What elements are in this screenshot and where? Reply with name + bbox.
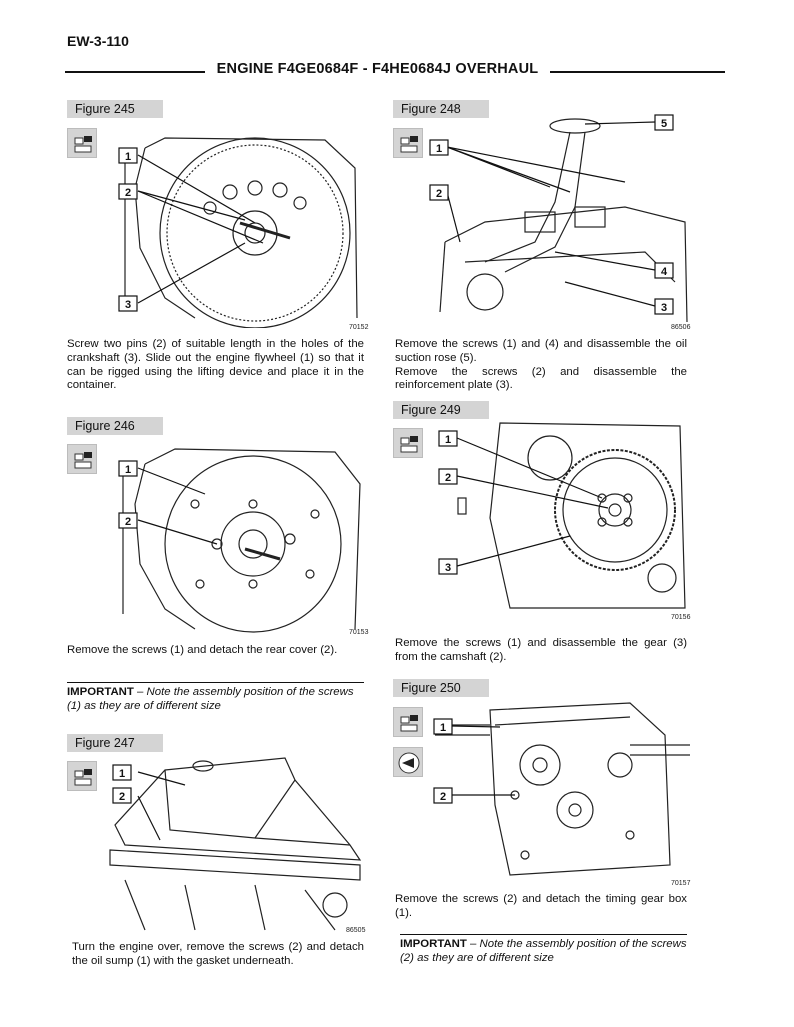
callout-5: 5 <box>661 118 667 130</box>
inspection-eye-icon <box>393 747 423 777</box>
figure-248-text-1: Remove the screws (1) and (4) and disass… <box>395 338 687 364</box>
figure-246-label: Figure 246 <box>67 417 163 435</box>
figure-250-label: Figure 250 <box>393 679 489 697</box>
figure-248-code: 86506 <box>671 324 691 331</box>
figure-245-code: 70152 <box>349 324 369 331</box>
figure-246-callouts: 1 2 <box>118 460 218 545</box>
callout-1: 1 <box>125 464 131 476</box>
figure-250-code: 70157 <box>671 880 691 887</box>
callout-2: 2 <box>125 516 131 528</box>
figure-248-text: Remove the screws (1) and (4) and disass… <box>395 338 687 393</box>
callout-2: 2 <box>119 791 125 803</box>
callout-1: 1 <box>445 434 451 446</box>
figure-249-label: Figure 249 <box>393 401 489 419</box>
figure-250-text: Remove the screws (2) and detach the tim… <box>395 893 687 919</box>
figure-247-code: 86505 <box>346 927 366 934</box>
callout-3: 3 <box>445 562 451 574</box>
callout-1: 1 <box>436 143 442 155</box>
callout-3: 3 <box>125 299 131 311</box>
disassembly-icon <box>67 444 97 474</box>
callout-1: 1 <box>119 768 125 780</box>
figure-247-callouts: 1 2 <box>112 764 186 841</box>
page-title: ENGINE F4GE0684F - F4HE0684J OVERHAUL <box>205 61 550 77</box>
callout-1: 1 <box>125 151 131 163</box>
figure-248-callouts: 1 2 3 4 5 <box>429 114 674 315</box>
figure-248-label: Figure 248 <box>393 100 489 118</box>
page-code: EW-3-110 <box>67 33 129 49</box>
figure-249-callouts: 1 2 3 <box>438 430 609 575</box>
figure-247-label: Figure 247 <box>67 734 163 752</box>
figure-250-important: IMPORTANT – Note the assembly position o… <box>400 934 687 966</box>
callout-2: 2 <box>440 791 446 803</box>
flywheel-drawing <box>124 137 358 328</box>
rear-cover-drawing <box>122 448 361 633</box>
callout-1: 1 <box>440 722 446 734</box>
callout-2: 2 <box>436 188 442 200</box>
figure-249-text: Remove the screws (1) and disassemble th… <box>395 637 687 663</box>
figure-248-text-2: Remove the screws (2) and disassemble th… <box>395 365 687 392</box>
disassembly-icon <box>393 707 423 737</box>
figure-245-callouts: 1 2 3 <box>118 147 264 312</box>
figure-250-callouts: 1 2 <box>433 718 515 804</box>
disassembly-icon <box>393 428 423 458</box>
callout-4: 4 <box>661 266 668 278</box>
figure-245-label: Figure 245 <box>67 100 163 118</box>
disassembly-icon <box>67 761 97 791</box>
disassembly-icon <box>67 128 97 158</box>
figure-246-text: Remove the screws (1) and detach the rea… <box>67 644 338 656</box>
disassembly-icon <box>393 128 423 158</box>
figure-246-important: IMPORTANT – Note the assembly position o… <box>67 682 364 714</box>
callout-2: 2 <box>125 187 131 199</box>
timing-gear-box-drawing <box>435 702 690 876</box>
figure-246-code: 70153 <box>349 629 369 636</box>
camshaft-gear-drawing <box>457 422 686 609</box>
figure-247-text: Turn the engine over, remove the screws … <box>72 941 364 967</box>
figure-249-code: 70156 <box>671 614 691 621</box>
figure-245-text: Screw two pins (2) of suitable length in… <box>67 338 364 392</box>
callout-2: 2 <box>445 472 451 484</box>
callout-3: 3 <box>661 302 667 314</box>
oil-sump-drawing <box>109 757 362 931</box>
